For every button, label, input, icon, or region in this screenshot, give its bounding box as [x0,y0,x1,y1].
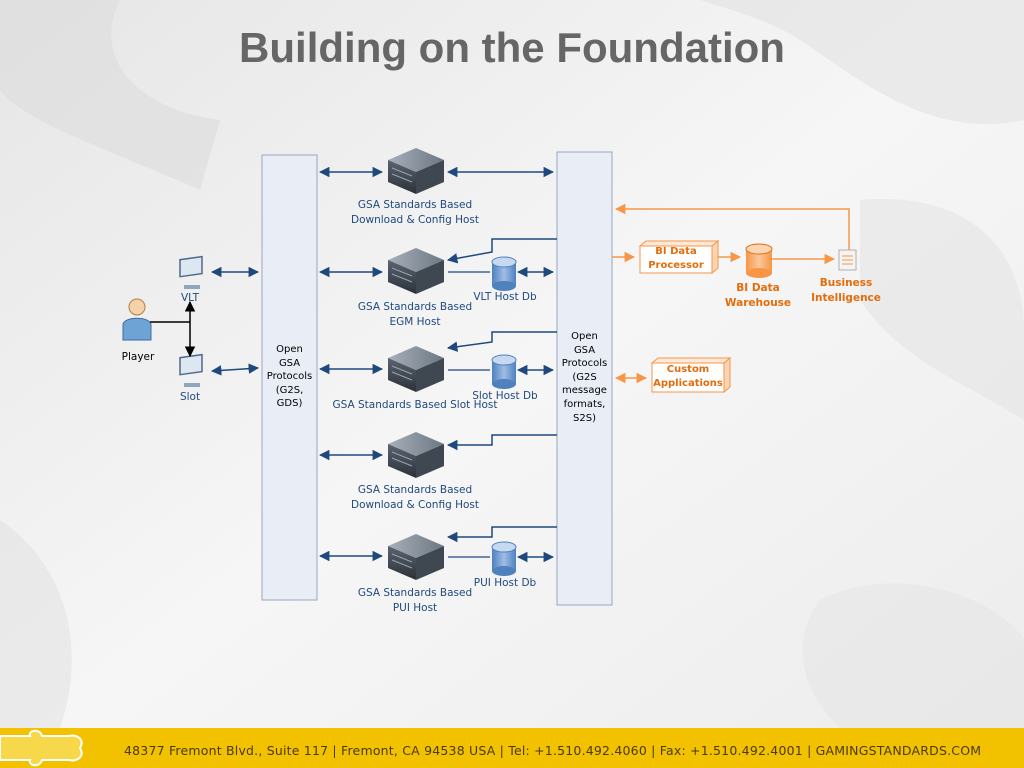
footer-contact: 48377 Fremont Blvd., Suite 117 | Fremont… [124,743,982,758]
bi-return-arrow [614,203,850,250]
slot-panel-arrow [210,363,260,376]
document-icon [838,249,857,271]
database-icon-vlt [491,256,517,291]
slot-db-label: Slot Host Db [472,390,538,402]
server-icon-2 [388,248,444,294]
database-icon-pui [491,541,517,576]
host4-right-connector [446,434,557,451]
database-icon-slot [491,354,517,389]
server-icon-1 [388,148,444,194]
host3-right-connector [446,331,557,352]
vlt-db-label: VLT Host Db [473,291,537,303]
slot-label: Slot [179,391,201,403]
server-icon-4 [388,432,444,478]
player-icon [122,298,152,341]
host-label-3: GSA Standards Based Slot Host [332,399,498,411]
business-intelligence-label: Business Intelligence [811,277,881,304]
player-label: Player [121,351,155,363]
host5-right-connector [446,526,557,543]
server-icon-3 [388,346,444,392]
server-icon-5 [388,534,444,580]
page-title: Building on the Foundation [239,24,785,71]
pui-db-label: PUI Host Db [473,577,537,589]
puzzle-logo-icon [0,729,83,767]
footer-bar [0,728,1024,768]
vlt-label: VLT [180,292,199,304]
left-protocol-panel [261,154,318,601]
vlt-icon [179,255,203,289]
bi-processor-box [638,239,720,275]
bi-warehouse-icon [745,243,773,278]
custom-apps-box [650,356,732,394]
host2-right-connector [446,238,557,264]
slot-icon [179,353,203,387]
right-protocol-panel [556,151,613,606]
